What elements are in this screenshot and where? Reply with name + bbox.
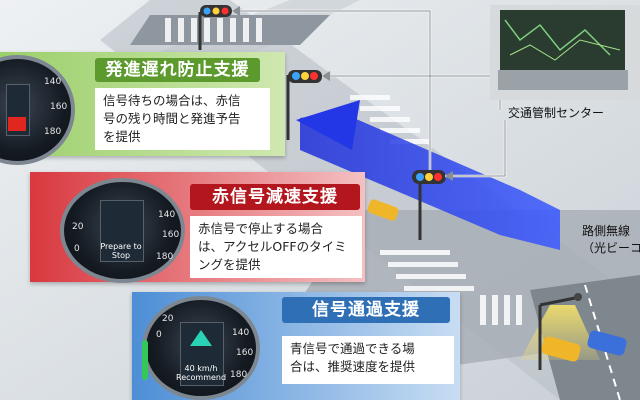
red-remaining-bar bbox=[8, 117, 26, 131]
gauge-message: 40 km/h Recommend bbox=[176, 364, 226, 382]
speedometer-gauge: 40 km/h Recommend 0 20 140 160 180 bbox=[142, 296, 260, 400]
gauge-message-line: Stop bbox=[111, 251, 131, 260]
panel-start-delay: 140 160 180 発進遅れ防止支援 信号待ちの場合は、赤信 号の残り時間と… bbox=[0, 52, 285, 165]
panel-red-decel: Prepare to Stop 0 20 140 160 180 赤信号減速支援… bbox=[30, 172, 365, 283]
gauge-tick: 160 bbox=[162, 230, 180, 240]
description-line: ングを提供 bbox=[198, 257, 261, 272]
roadside-label-line: （光ビーコ bbox=[582, 241, 640, 255]
car-yellow-mid bbox=[367, 199, 399, 221]
gauge-tick: 180 bbox=[44, 127, 62, 137]
gauge-tick: 0 bbox=[74, 244, 80, 254]
description-line: 青信号で通過できる場 bbox=[290, 341, 415, 356]
panel-description: 赤信号で停止する場合 は、アクセルOFFのタイミ ングを提供 bbox=[190, 216, 362, 278]
speedometer-gauge: Prepare to Stop 0 20 140 160 180 bbox=[60, 178, 185, 283]
green-arc-indicator bbox=[142, 340, 148, 380]
gauge-tick: 0 bbox=[156, 330, 162, 340]
car-yellow-lower bbox=[541, 336, 581, 362]
gauge-tick: 140 bbox=[158, 210, 176, 220]
gauge-message-line: Recommend bbox=[176, 373, 227, 382]
gauge-tick: 160 bbox=[236, 348, 254, 358]
gauge-tick: 180 bbox=[230, 370, 248, 380]
up-arrow-icon bbox=[190, 330, 212, 346]
gauge-tick: 160 bbox=[50, 102, 68, 112]
panel-title: 発進遅れ防止支援 bbox=[95, 58, 260, 82]
control-center-room bbox=[490, 5, 640, 100]
panel-title: 赤信号減速支援 bbox=[190, 184, 360, 210]
gauge-tick: 180 bbox=[156, 252, 174, 262]
gauge-message-line: Prepare to bbox=[100, 242, 142, 251]
traffic-signal-lower bbox=[412, 170, 446, 240]
description-line: を提供 bbox=[103, 129, 141, 144]
gauge-tick: 140 bbox=[44, 77, 62, 87]
gauge-message: Prepare to Stop bbox=[98, 242, 144, 260]
traffic-signal-top bbox=[198, 5, 232, 50]
gauge-tick: 140 bbox=[232, 328, 250, 338]
roadside-label-line: 路側無線 bbox=[582, 224, 631, 238]
description-line: 赤信号で停止する場合 bbox=[198, 221, 324, 236]
roadside-unit-label: 路側無線 （光ビーコ bbox=[582, 222, 640, 256]
roadside-beacon bbox=[538, 293, 582, 370]
panel-title: 信号通過支援 bbox=[282, 297, 450, 323]
description-line: 号の残り時間と発進予告 bbox=[103, 111, 241, 126]
panel-signal-pass: 40 km/h Recommend 0 20 140 160 180 信号通過支… bbox=[132, 292, 460, 400]
car-blue-lower bbox=[587, 330, 627, 356]
panel-description: 信号待ちの場合は、赤信 号の残り時間と発進予告 を提供 bbox=[95, 88, 270, 150]
description-line: 合は、推奨速度を提供 bbox=[290, 359, 416, 374]
gauge-tick: 20 bbox=[162, 314, 174, 324]
description-line: は、アクセルOFFのタイミ bbox=[198, 239, 347, 254]
control-center-label: 交通管制センター bbox=[508, 106, 605, 120]
traffic-signal-mid bbox=[286, 70, 322, 140]
description-line: 信号待ちの場合は、赤信 bbox=[103, 93, 241, 108]
speedometer-gauge: 140 160 180 bbox=[0, 55, 75, 165]
panel-description: 青信号で通過できる場 合は、推奨速度を提供 bbox=[282, 336, 454, 384]
gauge-tick: 20 bbox=[72, 222, 84, 232]
gauge-screen bbox=[100, 200, 144, 262]
gauge-message-line: 40 km/h bbox=[184, 364, 218, 373]
